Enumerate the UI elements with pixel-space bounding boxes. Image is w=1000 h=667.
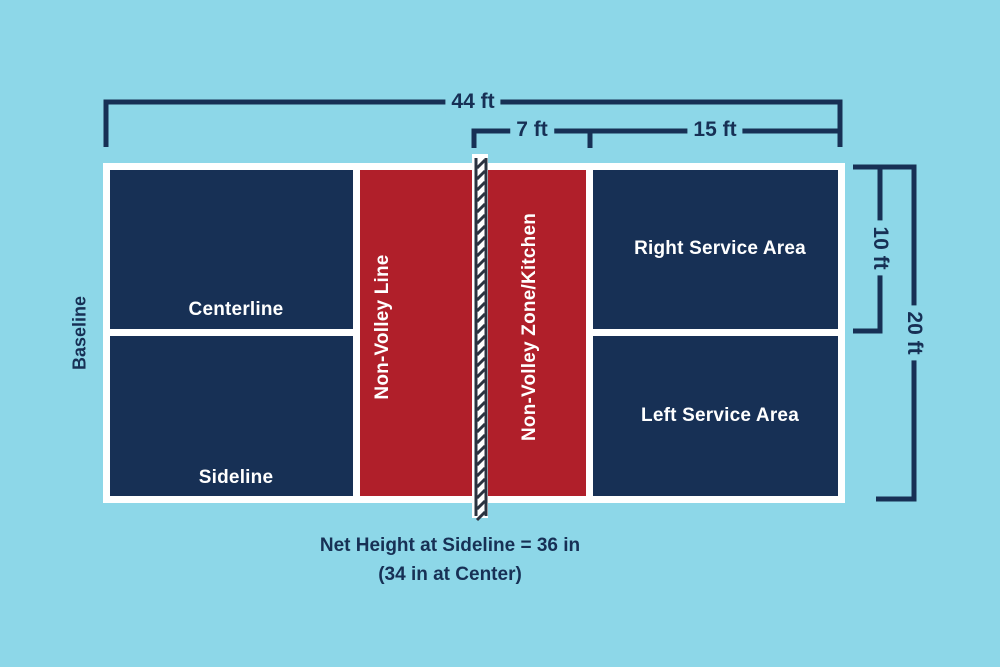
net-hatch-line <box>475 312 487 324</box>
net-hatch-line <box>475 257 487 269</box>
net-hatch-line <box>475 169 487 181</box>
dim-label-20ft: 20 ft <box>902 305 926 361</box>
dim-label-15ft: 15 ft <box>687 118 743 142</box>
net-hatch-line <box>475 389 487 401</box>
sideline-label: Sideline <box>198 467 274 488</box>
net-hatch-line <box>475 378 487 390</box>
net-hatch-line <box>475 301 487 313</box>
left-kitchen-zone <box>360 170 472 496</box>
net-hatch-line <box>475 488 487 500</box>
left-upper-service-area <box>110 170 353 329</box>
net-hatch-line <box>475 246 487 258</box>
non-volley-zone-label: Non-Volley Zone/Kitchen <box>519 212 540 442</box>
right-kitchen-zone <box>488 170 586 496</box>
net-hatch-line <box>475 334 487 346</box>
net-hatch-line <box>475 158 487 170</box>
left-lower-service-area <box>110 336 353 496</box>
net-hatch-line <box>475 323 487 335</box>
non-volley-line-label: Non-Volley Line <box>372 254 393 400</box>
right-upper-service-area <box>593 170 838 329</box>
net-hatch-line <box>475 444 487 456</box>
net-hatch-line <box>475 345 487 357</box>
dim-label-7ft: 7 ft <box>510 118 554 142</box>
net-hatch-line <box>475 268 487 280</box>
net-hatch-line <box>475 477 487 489</box>
net-height-caption: Net Height at Sideline = 36 in <box>319 535 581 556</box>
net-hatch-line <box>475 422 487 434</box>
net-hatch-line <box>475 455 487 467</box>
net-hatch-line <box>475 235 487 247</box>
net-hatch-line <box>475 367 487 379</box>
net-hatch-line <box>475 224 487 236</box>
net-hatch-line <box>475 510 487 522</box>
net-hatch-line <box>475 213 487 225</box>
net-height-center-caption: (34 in at Center) <box>378 564 522 585</box>
net-hatch-line <box>475 433 487 445</box>
net-hatch-line <box>475 400 487 412</box>
right-lower-service-area <box>593 336 838 496</box>
net-hatch-line <box>475 466 487 478</box>
net-hatch-line <box>475 411 487 423</box>
left-service-area-label: Left Service Area <box>641 405 799 426</box>
net-hatch-line <box>475 499 487 511</box>
net-hatch-line <box>475 202 487 214</box>
right-service-area-label: Right Service Area <box>634 238 806 259</box>
net <box>472 154 488 522</box>
dim-label-44ft: 44 ft <box>445 90 501 114</box>
net-hatch-line <box>475 180 487 192</box>
centerline-label: Centerline <box>188 299 284 320</box>
baseline-label: Baseline <box>69 295 90 371</box>
net-hatch-line <box>475 356 487 368</box>
dim-label-10ft: 10 ft <box>868 220 892 276</box>
net-hatch-line <box>475 290 487 302</box>
net-hatch-line <box>475 279 487 291</box>
net-hatch-line <box>475 191 487 203</box>
